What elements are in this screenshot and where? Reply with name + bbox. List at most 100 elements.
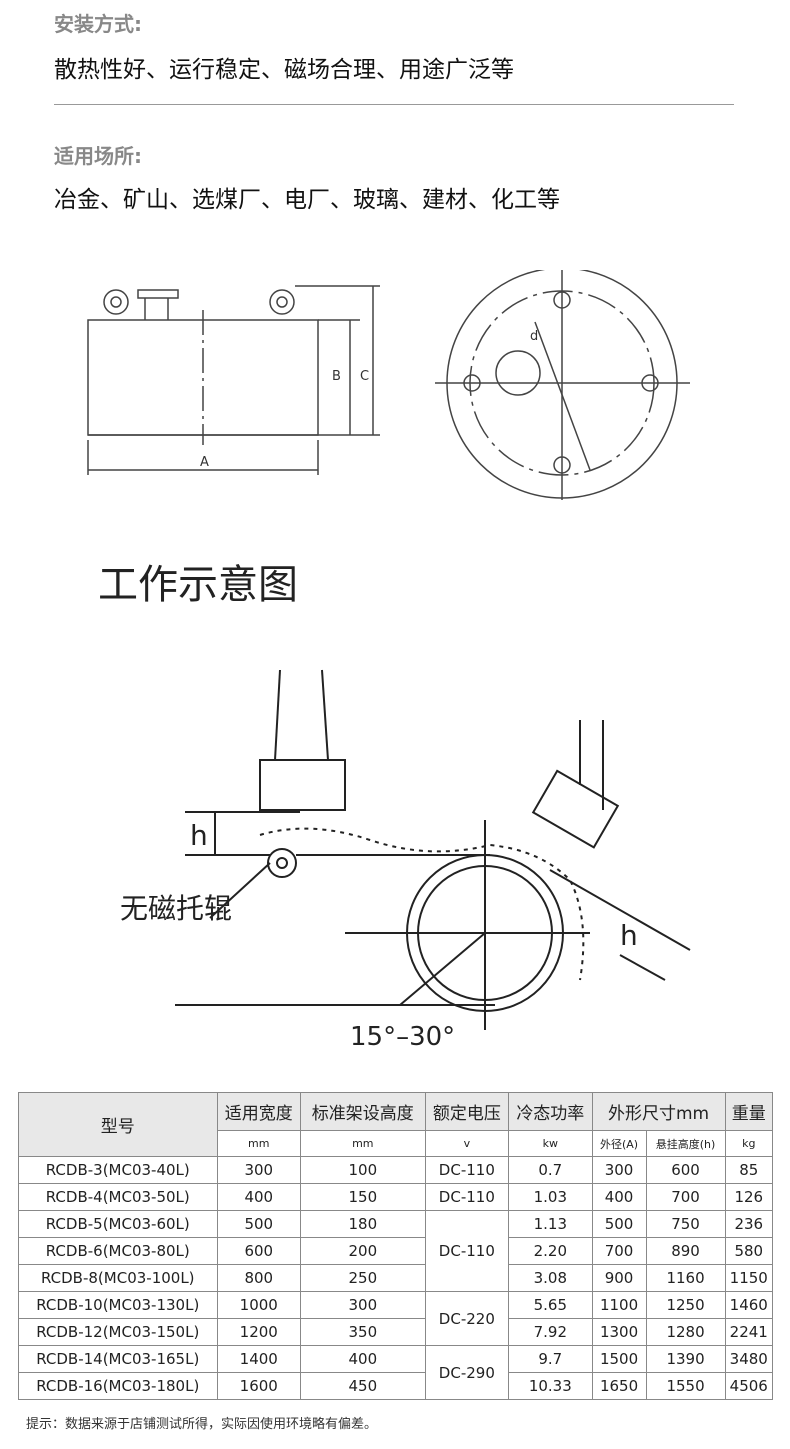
table-cell: RCDB-16(MC03-180L) bbox=[18, 1372, 218, 1400]
svg-text:15°–30°: 15°–30° bbox=[350, 1022, 455, 1052]
svg-text:h: h bbox=[620, 919, 638, 952]
col-width: 适用宽度 bbox=[216, 1092, 302, 1131]
col-weight: 重量 bbox=[724, 1092, 774, 1131]
table-cell: 1550 bbox=[645, 1372, 726, 1400]
table-cell: 1.13 bbox=[508, 1210, 593, 1238]
col-voltage: 额定电压 bbox=[424, 1092, 510, 1131]
table-cell: 900 bbox=[591, 1264, 647, 1292]
table-cell: 700 bbox=[591, 1237, 647, 1265]
table-cell: 400 bbox=[300, 1345, 426, 1373]
table-cell: 5.65 bbox=[508, 1291, 593, 1319]
table-cell: RCDB-3(MC03-40L) bbox=[18, 1156, 218, 1184]
table-cell: RCDB-5(MC03-60L) bbox=[18, 1210, 218, 1238]
table-cell: 10.33 bbox=[508, 1372, 593, 1400]
install-label: 安装方式: bbox=[54, 12, 142, 36]
svg-text:B: B bbox=[332, 369, 341, 384]
svg-text:h: h bbox=[190, 819, 208, 852]
unit: mm bbox=[216, 1130, 302, 1157]
svg-text:无磁托辊: 无磁托辊 bbox=[120, 892, 232, 925]
table-cell: 1000 bbox=[216, 1291, 302, 1319]
table-cell: 1250 bbox=[645, 1291, 726, 1319]
table-cell: 600 bbox=[216, 1237, 302, 1265]
table-cell: 3480 bbox=[724, 1345, 774, 1373]
col-power: 冷态功率 bbox=[508, 1092, 593, 1131]
table-cell: RCDB-8(MC03-100L) bbox=[18, 1264, 218, 1292]
table-cell: 1.03 bbox=[508, 1183, 593, 1211]
footnote: 提示：数据来源于店铺测试所得，实际因使用环境略有偏差。 bbox=[26, 1417, 378, 1432]
table-cell: 7.92 bbox=[508, 1318, 593, 1346]
unit: 悬挂高度(h) bbox=[645, 1130, 726, 1157]
unit: v bbox=[424, 1130, 510, 1157]
install-value: 散热性好、运行稳定、磁场合理、用途广泛等 bbox=[54, 57, 514, 83]
table-cell: 700 bbox=[645, 1183, 726, 1211]
table-cell: 100 bbox=[300, 1156, 426, 1184]
table-cell: 180 bbox=[300, 1210, 426, 1238]
table-cell: 250 bbox=[300, 1264, 426, 1292]
table-cell: 1650 bbox=[591, 1372, 647, 1400]
table-cell: 126 bbox=[724, 1183, 774, 1211]
table-cell: RCDB-4(MC03-50L) bbox=[18, 1183, 218, 1211]
table-cell: 3.08 bbox=[508, 1264, 593, 1292]
table-cell: 4506 bbox=[724, 1372, 774, 1400]
table-cell: 0.7 bbox=[508, 1156, 593, 1184]
table-cell: 200 bbox=[300, 1237, 426, 1265]
table-cell: 750 bbox=[645, 1210, 726, 1238]
unit: 外径(A) bbox=[591, 1130, 647, 1157]
table-cell: RCDB-10(MC03-130L) bbox=[18, 1291, 218, 1319]
table-cell: 400 bbox=[216, 1183, 302, 1211]
table-cell: 150 bbox=[300, 1183, 426, 1211]
svg-text:C: C bbox=[360, 369, 369, 384]
table-cell: 236 bbox=[724, 1210, 774, 1238]
table-cell: 400 bbox=[591, 1183, 647, 1211]
work-diagram-title: 工作示意图 bbox=[98, 562, 298, 608]
table-cell: 1280 bbox=[645, 1318, 726, 1346]
table-cell: 500 bbox=[216, 1210, 302, 1238]
table-cell: 1200 bbox=[216, 1318, 302, 1346]
table-cell: DC-220 bbox=[424, 1291, 510, 1346]
table-cell: 1150 bbox=[724, 1264, 774, 1292]
table-cell: 300 bbox=[216, 1156, 302, 1184]
table-cell: DC-110 bbox=[424, 1210, 510, 1292]
table-cell: 890 bbox=[645, 1237, 726, 1265]
unit: kg bbox=[724, 1130, 774, 1157]
table-cell: 1390 bbox=[645, 1345, 726, 1373]
table-cell: 1600 bbox=[216, 1372, 302, 1400]
table-cell: 300 bbox=[591, 1156, 647, 1184]
table-cell: 2241 bbox=[724, 1318, 774, 1346]
table-cell: 1500 bbox=[591, 1345, 647, 1373]
table-cell: 1160 bbox=[645, 1264, 726, 1292]
table-cell: 500 bbox=[591, 1210, 647, 1238]
table-cell: RCDB-6(MC03-80L) bbox=[18, 1237, 218, 1265]
table-cell: RCDB-14(MC03-165L) bbox=[18, 1345, 218, 1373]
col-height: 标准架设高度 bbox=[300, 1092, 426, 1131]
table-cell: DC-110 bbox=[424, 1183, 510, 1211]
usage-value: 冶金、矿山、选煤厂、电厂、玻璃、建材、化工等 bbox=[54, 187, 560, 213]
table-cell: 1400 bbox=[216, 1345, 302, 1373]
table-cell: 350 bbox=[300, 1318, 426, 1346]
col-size: 外形尺寸mm bbox=[591, 1092, 726, 1131]
col-model: 型号 bbox=[18, 1092, 218, 1157]
table-cell: DC-110 bbox=[424, 1156, 510, 1184]
table-cell: 300 bbox=[300, 1291, 426, 1319]
table-cell: 9.7 bbox=[508, 1345, 593, 1373]
svg-text:d: d bbox=[530, 329, 538, 344]
usage-label: 适用场所: bbox=[54, 144, 142, 168]
table-cell: 1460 bbox=[724, 1291, 774, 1319]
table-cell: 1300 bbox=[591, 1318, 647, 1346]
table-cell: 580 bbox=[724, 1237, 774, 1265]
table-cell: 85 bbox=[724, 1156, 774, 1184]
svg-text:A: A bbox=[200, 455, 209, 470]
table-cell: 600 bbox=[645, 1156, 726, 1184]
table-cell: 450 bbox=[300, 1372, 426, 1400]
unit: mm bbox=[300, 1130, 426, 1157]
divider bbox=[54, 104, 734, 105]
